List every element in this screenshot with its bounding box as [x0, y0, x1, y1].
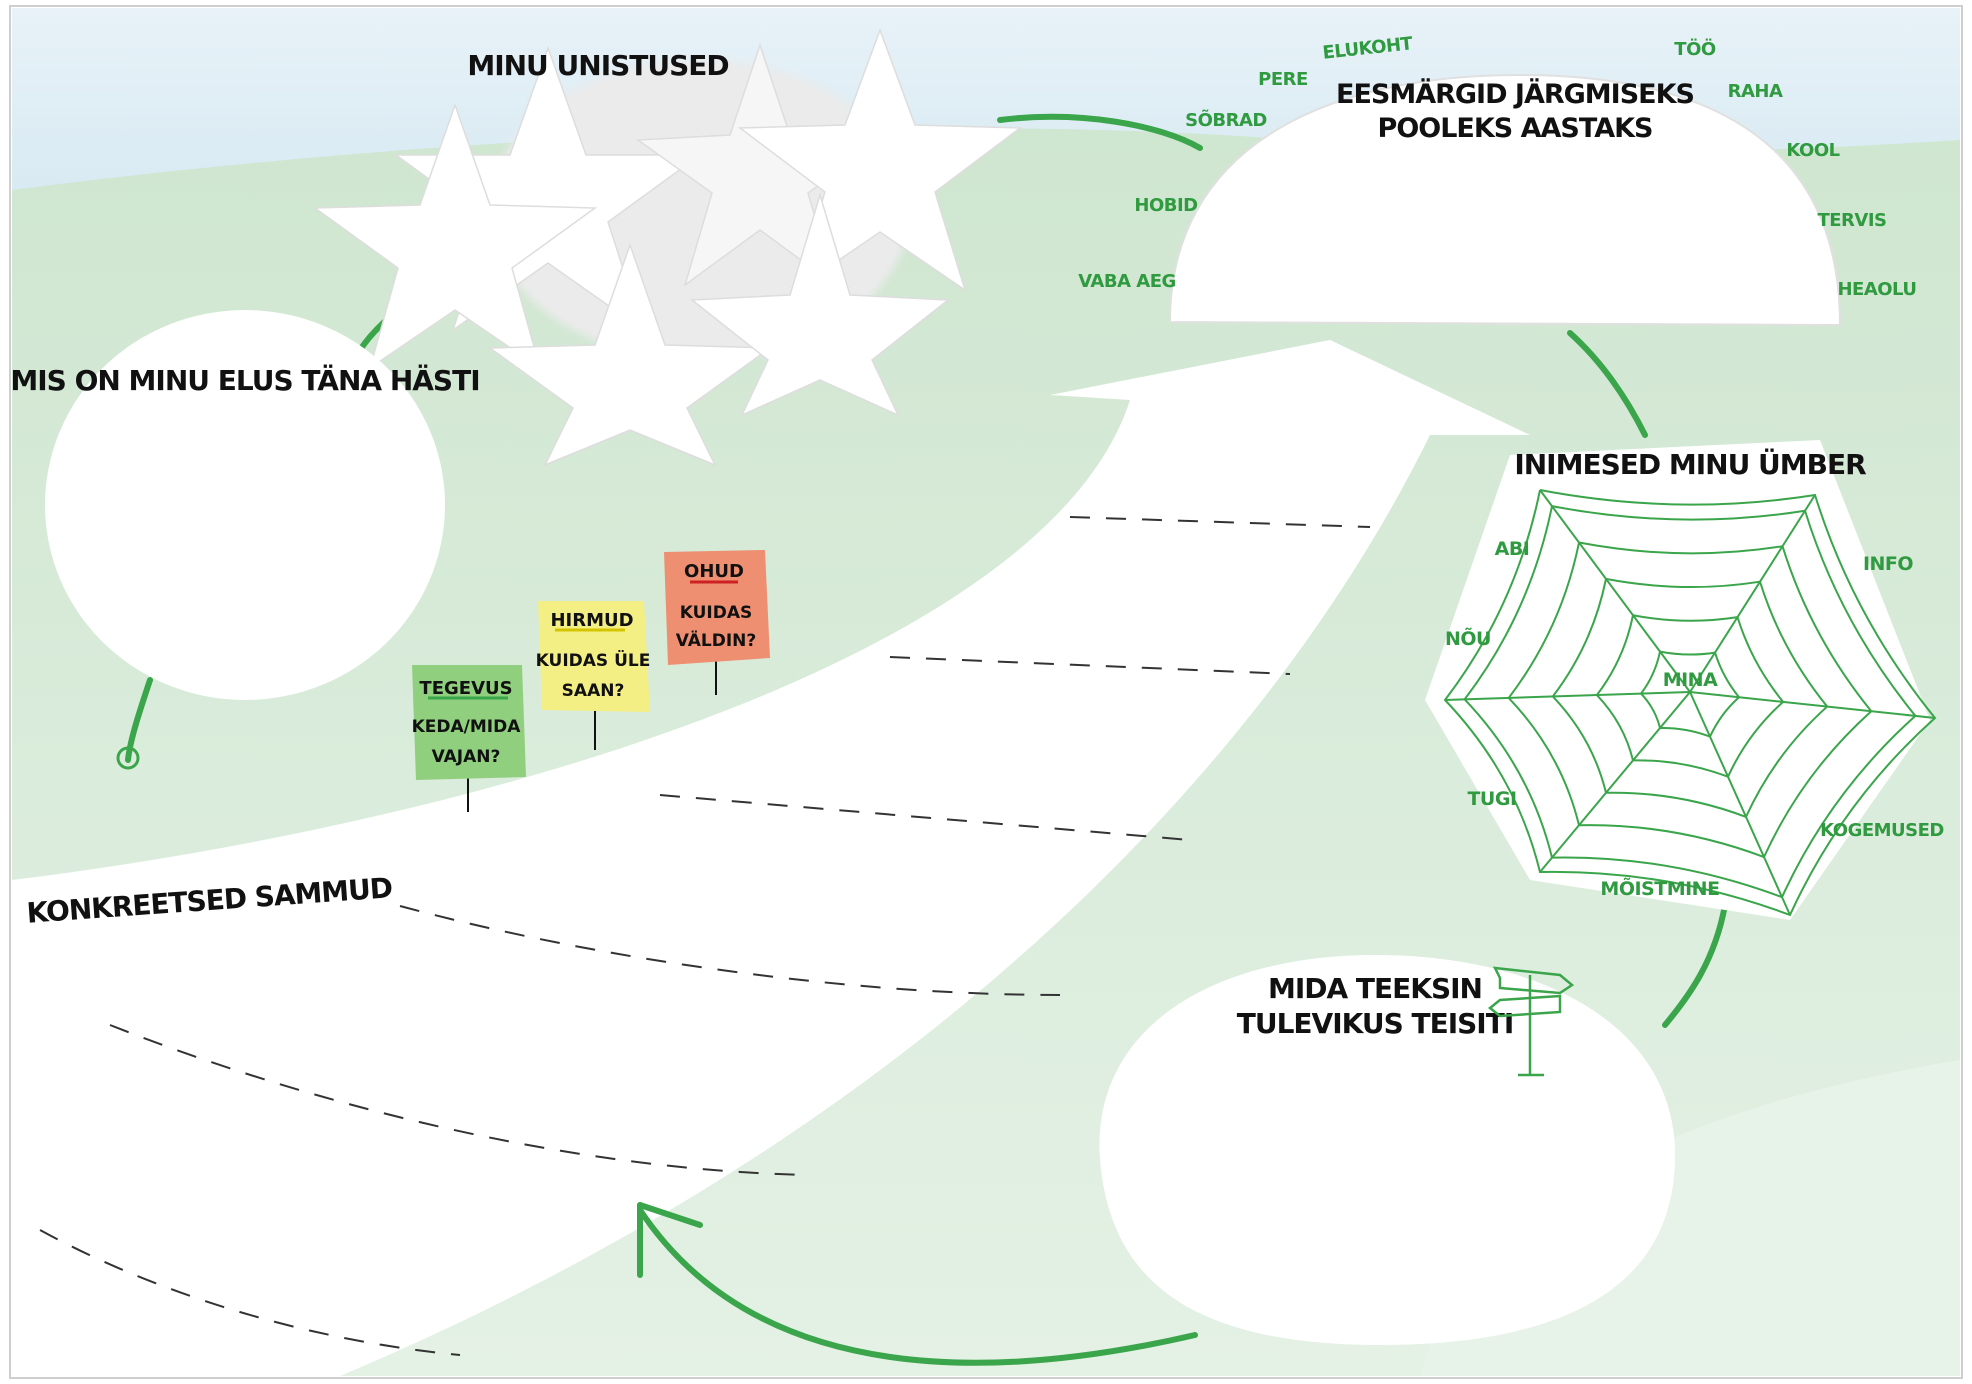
sign-ohud-line1: KUIDAS	[680, 603, 753, 623]
people-title: INIMESED MINU ÜMBER	[1514, 447, 1866, 481]
web-word-kogemused: KOGEMUSED	[1820, 820, 1944, 841]
web-ring	[1463, 505, 1917, 899]
dream-stars	[312, 27, 1023, 467]
goal-word-raha: RAHA	[1728, 81, 1783, 102]
web-background	[1425, 440, 1930, 920]
sign-hirmud-line2: SAAN?	[562, 681, 625, 701]
signpost-icon	[1487, 966, 1575, 1077]
web-word-abi: ABI	[1495, 538, 1530, 560]
goals-title-line1: EESMÄRGID JÄRGMISEKS	[1336, 78, 1694, 110]
web-word-info: INFO	[1863, 553, 1913, 575]
good-today-title: MIS ON MINU ELUS TÄNA HÄSTI	[10, 363, 479, 397]
web-word-nou: NÕU	[1445, 626, 1491, 650]
sign-ohud-line2: VÄLDIN?	[676, 629, 757, 651]
web-ring	[1443, 489, 1937, 917]
sign-hirmud	[538, 601, 650, 750]
web-spoke	[1444, 691, 1691, 701]
goal-word-hobid: HOBID	[1134, 195, 1197, 216]
web-spoke	[1689, 691, 1936, 719]
web-spoke	[1539, 489, 1691, 693]
web-spoke	[1539, 691, 1691, 873]
web-ring	[1595, 614, 1785, 779]
goal-word-kool: KOOL	[1786, 140, 1839, 161]
web-ring	[1507, 541, 1873, 859]
goal-word-too: TÖÖ	[1674, 38, 1716, 60]
web-word-center: MINA	[1663, 669, 1718, 691]
goal-word-pere: PERE	[1258, 69, 1308, 90]
sign-tegevus-title: TEGEVUS	[419, 678, 512, 699]
sign-tegevus-line1: KEDA/MIDA	[412, 717, 522, 737]
dreams-title: MINU UNISTUSED	[467, 49, 728, 82]
goals-dome	[1168, 73, 1842, 327]
sign-tegevus-line2: VAJAN?	[432, 747, 501, 767]
sign-ohud	[664, 550, 770, 695]
sign-ohud-title: OHUD	[684, 561, 744, 582]
sign-hirmud-title: HIRMUD	[550, 610, 633, 631]
good-today-circle	[45, 310, 445, 700]
goal-word-sobrad: SÕBRAD	[1185, 108, 1267, 131]
future-title-line2: TULEVIKUS TEISITI	[1237, 1007, 1514, 1040]
web-word-moistmine: MÕISTMINE	[1600, 876, 1719, 900]
web-ring	[1551, 577, 1829, 819]
web-ring	[1639, 650, 1741, 738]
spider-web	[1443, 489, 1937, 917]
swirl-icon	[116, 746, 140, 770]
sign-tegevus	[412, 665, 526, 812]
dashed-lines	[39, 516, 1371, 1356]
goals-title-line2: POOLEKS AASTAKS	[1378, 113, 1653, 144]
goal-word-tervis: TERVIS	[1817, 210, 1886, 231]
road-arrow	[12, 340, 1530, 1376]
goal-word-heaolu: HEAOLU	[1837, 279, 1916, 300]
web-spoke	[1689, 494, 1816, 693]
web-spoke	[1689, 691, 1791, 916]
goal-word-vaba-aeg: VABA AEG	[1078, 271, 1176, 292]
web-word-tugi: TUGI	[1467, 788, 1516, 810]
future-title-line1: MIDA TEEKSIN	[1268, 972, 1482, 1005]
sign-hirmud-line1: KUIDAS ÜLE	[536, 649, 651, 671]
